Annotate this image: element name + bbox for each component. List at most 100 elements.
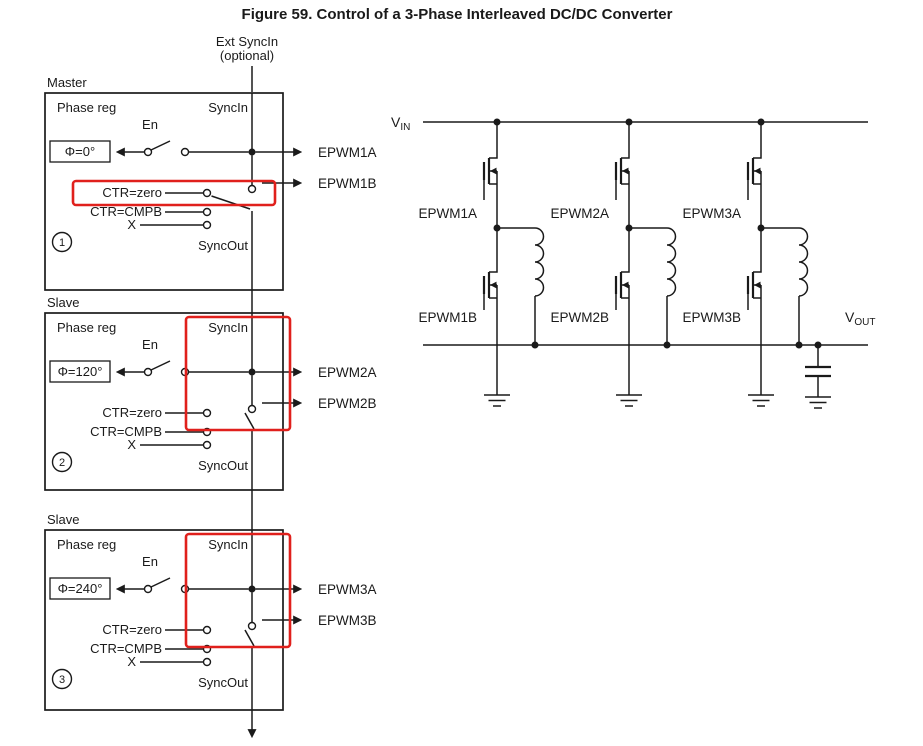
block1-syncin-label: SyncIn [208,100,248,115]
ext-syncin: Ext SyncIn (optional) [216,34,278,92]
block1-ctr-zero-label: CTR=zero [102,185,162,200]
block2-phase-reg-label: Phase reg [57,320,116,335]
block3-phase-register-box [49,577,111,600]
block2-number: 2 [59,457,65,469]
leg2-vout-dot [663,341,671,349]
vout-base: V [845,309,855,325]
block3-box [44,529,284,711]
block1-number: 1 [59,237,65,249]
block2-number-circle [51,451,73,473]
leg3-low-gate-label: EPWM3B [682,310,741,325]
power-leg-2: EPWM2A EPWM2B [550,118,677,407]
block3-syncin-node-dot [248,585,256,593]
block1-en-label: En [142,117,158,132]
vout-label: VOUT [845,309,875,328]
vin-base: V [391,114,401,130]
block3-epwma-label: EPWM3A [318,582,377,597]
power-stage: VIN VOUT EPWM1A [391,114,875,409]
block1-epwmb-label: EPWM1B [318,176,377,191]
ext-syncin-optional-label: (optional) [220,48,274,63]
leg3-low-mosfet [746,228,762,395]
leg2-high-gate-label: EPWM2A [550,206,609,221]
leg1-ground-symbol [484,394,510,407]
power-leg-3: EPWM3A EPWM3B [682,118,809,407]
block3-number: 3 [59,674,65,686]
block3-syncout-mux: CTR=zero CTR=CMPB X [90,592,257,710]
block1-mux-lever [211,195,251,210]
power-leg-1: EPWM1A EPWM1B [418,118,545,407]
block1-number-circle [51,231,73,253]
leg2-inductor [629,227,677,349]
figure-title: Figure 59. Control of a 3-Phase Interlea… [242,6,673,23]
block3-phase-value: Φ=240° [58,581,103,596]
block2-role-label: Slave [47,295,80,310]
block2-en-switch [115,360,249,377]
block2-mux-lever [244,412,255,430]
block3-phase-reg-label: Phase reg [57,537,116,552]
block1-phase-value: Φ=0° [65,144,95,159]
block3-ctr-cmpb-label: CTR=CMPB [90,641,162,656]
block2-syncin-node-dot [248,368,256,376]
output-capacitor [805,341,831,409]
block2-phase-register-box [49,360,111,383]
epwm-block-2: Slave Phase reg SyncIn En Φ=120° EPWM2A … [44,295,377,491]
block3-number-circle [51,668,73,690]
block1-phase-register-box [49,140,111,163]
block1-syncout-mux: CTR=zero CTR=CMPB X [90,155,257,290]
leg3-inductor [761,227,809,349]
block1-en-switch [115,140,249,157]
leg3-high-gate-label: EPWM3A [682,206,741,221]
block2-epwmb-label: EPWM2B [318,396,377,411]
block3-epwmb-label: EPWM3B [318,613,377,628]
block1-epwma-label: EPWM1A [318,145,377,160]
ext-syncin-label: Ext SyncIn [216,34,278,49]
block1-phase-reg-label: Phase reg [57,100,116,115]
block2-x-label: X [127,437,136,452]
block3-mux-lever [244,629,255,647]
block3-syncin-label: SyncIn [208,537,248,552]
block3-role-label: Slave [47,512,80,527]
leg1-low-gate-label: EPWM1B [418,310,477,325]
leg3-high-mosfet [746,122,762,228]
epwm-block-1: Master Phase reg SyncIn En Φ=0° EPWM1A E… [44,75,377,291]
leg2-low-mosfet [614,228,630,395]
block3-en-label: En [142,554,158,569]
block3-syncin-highlight [184,532,292,649]
block2-ctr-zero-label: CTR=zero [102,405,162,420]
cap-ground-symbol [805,396,831,409]
block3-ctr-zero-label: CTR=zero [102,622,162,637]
block2-syncin-label: SyncIn [208,320,248,335]
block2-phase-value: Φ=120° [58,364,103,379]
block2-box [44,312,284,491]
block1-ctr-cmpb-label: CTR=CMPB [90,204,162,219]
block1-role-label: Master [47,75,87,90]
block2-syncout-label: SyncOut [198,458,248,473]
block1-syncin-node-dot [248,148,256,156]
block3-syncout-label: SyncOut [198,675,248,690]
block1-ctr-zero-highlight [71,179,277,207]
leg1-low-mosfet [482,228,498,395]
block1-box [44,92,284,291]
block1-syncout-label: SyncOut [198,238,248,253]
leg3-vout-dot [795,341,803,349]
leg1-high-mosfet [482,122,498,228]
vin-label: VIN [391,114,410,133]
epwm-block-3: Slave Phase reg SyncIn En Φ=240° EPWM3A … [44,512,377,711]
leg3-ground-symbol [748,394,774,407]
leg2-ground-symbol [616,394,642,407]
block2-epwma-label: EPWM2A [318,365,377,380]
block2-en-label: En [142,337,158,352]
block2-syncin-highlight [184,315,292,432]
leg2-high-mosfet [614,122,630,228]
vin-sub: IN [400,122,410,133]
leg2-low-gate-label: EPWM2B [550,310,609,325]
leg1-inductor [497,227,545,349]
leg1-high-gate-label: EPWM1A [418,206,477,221]
block2-ctr-cmpb-label: CTR=CMPB [90,424,162,439]
block2-syncout-mux: CTR=zero CTR=CMPB X [90,375,257,490]
leg1-vout-dot [531,341,539,349]
vout-sub: OUT [854,317,875,328]
block1-x-label: X [127,217,136,232]
